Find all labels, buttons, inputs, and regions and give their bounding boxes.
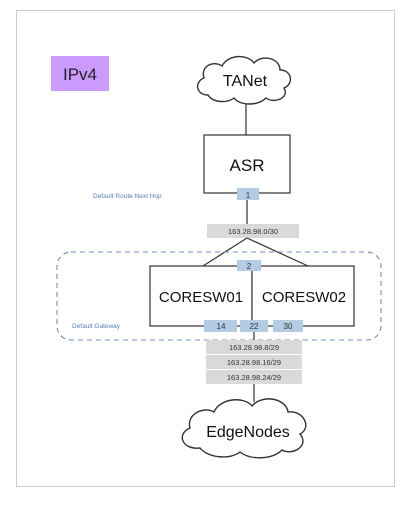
uplink-subnet-box xyxy=(207,224,299,238)
core-mid-port-label: 22 xyxy=(250,322,259,331)
asr-port-label: 1 xyxy=(246,191,251,200)
core-left-port-tag xyxy=(204,320,237,332)
core-left-port-label: 14 xyxy=(217,322,226,331)
coresw02-label: CORESW02 xyxy=(262,289,346,306)
uplink-subnet-label: 163.28.98.0/30 xyxy=(228,227,278,236)
asr-port-tag xyxy=(237,188,259,200)
default-route-next-hop-label: Default Route Next Hop xyxy=(93,193,162,200)
downlink-subnet-label-1: 163.28.98.8/29 xyxy=(229,343,279,352)
downlink-subnet-label-3: 163.28.98.24/29 xyxy=(227,373,281,382)
ipv4-badge-label: IPv4 xyxy=(63,65,97,84)
ipv4-badge xyxy=(51,56,109,91)
core-mid-port-tag xyxy=(240,320,268,332)
core-right-port-tag xyxy=(273,320,303,332)
tanet-cloud xyxy=(197,55,291,105)
default-gateway-label: Default Gateway xyxy=(72,323,121,330)
downlink-subnet-box-2 xyxy=(206,355,302,369)
asr-router xyxy=(203,134,291,194)
core-top-port-tag xyxy=(237,260,261,271)
default-gateway-group xyxy=(56,251,382,341)
core-top-port-label: 2 xyxy=(247,262,252,271)
coresw01-box xyxy=(149,265,253,327)
coresw01-label: CORESW01 xyxy=(159,289,243,306)
core-right-port-label: 30 xyxy=(284,322,293,331)
downlink-subnet-label-2: 163.28.98.16/29 xyxy=(227,358,281,367)
downlink-subnet-box-3 xyxy=(206,370,302,384)
coresw02-box xyxy=(251,265,355,327)
edgenodes-label: EdgeNodes xyxy=(206,424,290,441)
edgenodes-cloud xyxy=(181,398,307,459)
asr-label: ASR xyxy=(230,156,265,175)
tanet-label: TANet xyxy=(223,73,268,90)
downlink-subnet-box-1 xyxy=(206,340,302,354)
link-to-coresw02 xyxy=(246,237,309,267)
